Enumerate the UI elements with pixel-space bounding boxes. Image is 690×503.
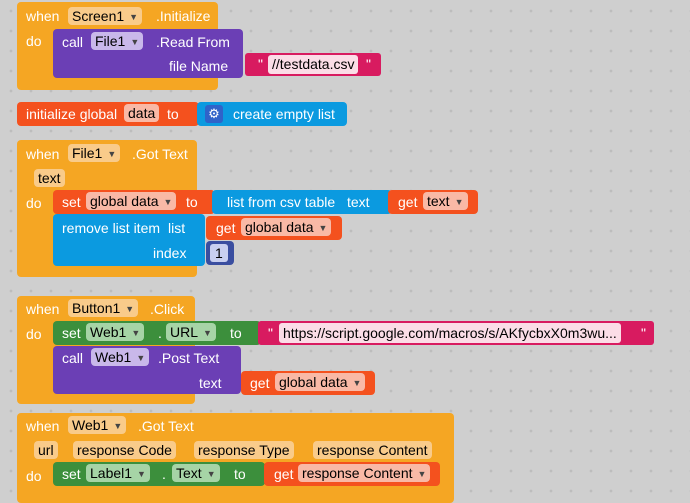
init-global-label: initialize global [26, 106, 118, 122]
variable-dropdown-global-data[interactable]: global data▼ [275, 373, 366, 391]
set-label: set [62, 194, 81, 210]
event-name: .Click [150, 301, 185, 317]
do-label: do [26, 326, 42, 342]
to-label: to [230, 325, 242, 341]
event-param-response-content[interactable]: response Content [313, 441, 432, 459]
chevron-down-icon: ▼ [107, 149, 117, 159]
create-empty-list-label: create empty list [233, 106, 335, 122]
when-label: when [26, 418, 60, 434]
call-label: call [62, 34, 84, 50]
set-label: set [62, 466, 81, 482]
component-dropdown-file1[interactable]: File1▼ [68, 144, 121, 162]
chevron-down-icon: ▼ [352, 378, 362, 388]
chevron-down-icon: ▼ [129, 12, 139, 22]
to-label: to [186, 194, 198, 210]
method-name: .Read From [156, 34, 230, 50]
event-param-text[interactable]: text [34, 169, 65, 187]
event-name: .Initialize [156, 8, 211, 24]
method-call-block[interactable] [53, 29, 243, 78]
event-name: .Got Text [138, 418, 194, 434]
when-label: when [26, 301, 60, 317]
event-name: .Got Text [132, 146, 188, 162]
get-label: get [398, 194, 418, 210]
list-label: list [168, 220, 186, 236]
component-dropdown-label1[interactable]: Label1▼ [86, 464, 150, 482]
when-label: when [26, 8, 60, 24]
get-label: get [274, 466, 294, 482]
chevron-down-icon: ▼ [163, 197, 173, 207]
text-param-label: text [199, 375, 222, 391]
remove-list-item-block[interactable] [53, 214, 205, 266]
number-value[interactable]: 1 [210, 244, 228, 262]
to-label: to [167, 106, 179, 122]
chevron-down-icon: ▼ [130, 37, 140, 47]
component-dropdown-web1[interactable]: Web1▼ [68, 416, 127, 434]
event-param-url[interactable]: url [34, 441, 58, 459]
set-label: set [62, 325, 81, 341]
get-label: get [216, 220, 236, 236]
when-label: when [26, 146, 60, 162]
quote-close: " [641, 325, 646, 341]
component-dropdown-file1[interactable]: File1▼ [91, 32, 144, 50]
property-dropdown-url[interactable]: URL▼ [166, 323, 216, 341]
property-dropdown-text[interactable]: Text▼ [172, 464, 220, 482]
component-dropdown-web1[interactable]: Web1▼ [91, 348, 150, 366]
do-label: do [26, 33, 42, 49]
variable-dropdown-global-data[interactable]: global data▼ [86, 192, 177, 210]
chevron-down-icon: ▼ [318, 223, 328, 233]
variable-dropdown-text[interactable]: text▼ [423, 192, 468, 210]
to-label: to [234, 466, 246, 482]
url-string-value[interactable]: https://script.google.com/macros/s/AKfyc… [279, 323, 621, 343]
variable-dropdown-response-content[interactable]: response Content▼ [298, 464, 431, 482]
chevron-down-icon: ▼ [136, 353, 146, 363]
string-value[interactable]: //testdata.csv [268, 55, 359, 74]
chevron-down-icon: ▼ [125, 304, 135, 314]
list-from-csv-label: list from csv table [227, 194, 336, 210]
dot-separator: . [158, 325, 162, 341]
get-label: get [250, 375, 270, 391]
dot-separator: . [162, 466, 166, 482]
list-from-csv-block[interactable] [212, 190, 392, 214]
variable-dropdown-global-data[interactable]: global data▼ [241, 218, 332, 236]
param-label: file Name [169, 58, 229, 74]
component-dropdown-button1[interactable]: Button1▼ [68, 299, 139, 317]
chevron-down-icon: ▼ [417, 469, 427, 479]
quote-open: " [268, 325, 273, 341]
event-param-response-code[interactable]: response Code [73, 441, 176, 459]
call-label: call [62, 350, 84, 366]
do-label: do [26, 195, 42, 211]
chevron-down-icon: ▼ [203, 328, 212, 338]
do-label: do [26, 468, 42, 484]
csv-text-label: text [347, 194, 370, 210]
quote-open: " [258, 56, 263, 72]
remove-list-item-label: remove list item [62, 220, 161, 236]
method-name: .Post Text [158, 350, 220, 366]
quote-close: " [366, 56, 371, 72]
chevron-down-icon: ▼ [131, 328, 141, 338]
init-global-block[interactable] [17, 102, 199, 126]
chevron-down-icon: ▼ [206, 469, 216, 479]
component-dropdown-web1[interactable]: Web1▼ [86, 323, 145, 341]
chevron-down-icon: ▼ [137, 469, 146, 479]
variable-name-field[interactable]: data [124, 104, 160, 122]
event-param-response-type[interactable]: response Type [194, 441, 294, 459]
gear-icon[interactable]: ⚙ [205, 105, 223, 123]
index-label: index [153, 245, 187, 261]
chevron-down-icon: ▼ [454, 197, 464, 207]
chevron-down-icon: ▼ [113, 421, 123, 431]
component-dropdown-screen1[interactable]: Screen1▼ [68, 7, 143, 25]
